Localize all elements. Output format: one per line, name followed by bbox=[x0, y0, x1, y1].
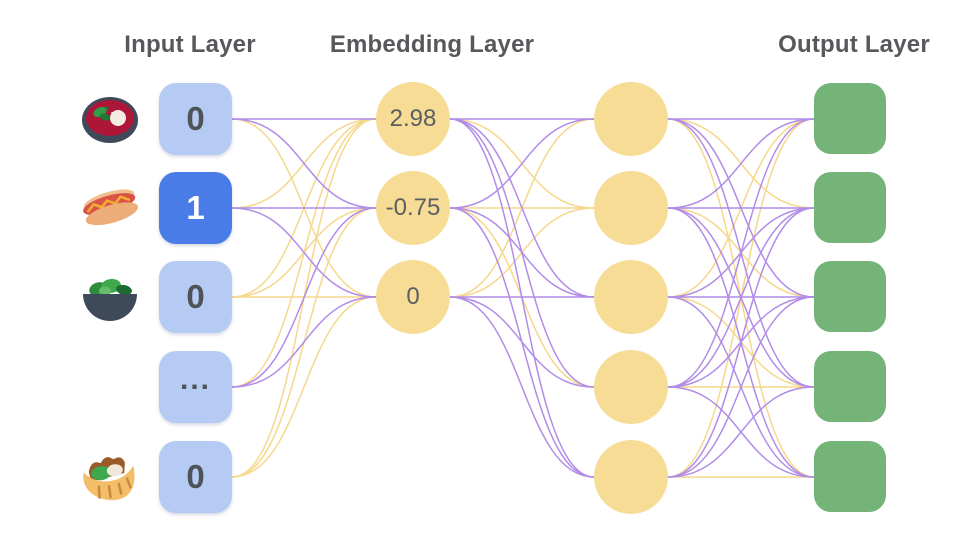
output-node-3 bbox=[814, 261, 886, 332]
input-node-pita: 0 bbox=[159, 441, 232, 513]
input-node-ellipsis: ... bbox=[159, 351, 232, 423]
embedding-node-value: -0.75 bbox=[385, 194, 441, 221]
input-node-value: 1 bbox=[186, 189, 205, 226]
hidden-node-2 bbox=[594, 171, 668, 245]
output-node-5 bbox=[814, 441, 886, 512]
hidden-node-1 bbox=[594, 82, 668, 156]
input-node-value: ... bbox=[179, 363, 211, 396]
embedding-layer-title: Embedding Layer bbox=[329, 31, 535, 58]
hidden-node-5 bbox=[594, 440, 668, 514]
output-node-1 bbox=[814, 83, 886, 154]
output-node-2 bbox=[814, 172, 886, 243]
input-node-value: 0 bbox=[186, 278, 205, 315]
input-node-value: 0 bbox=[186, 458, 205, 495]
embedding-node-3: 0 bbox=[376, 260, 450, 334]
input-node-value: 0 bbox=[186, 100, 205, 137]
soup-bowl-emoji-icon bbox=[78, 87, 142, 151]
pita-wrap-emoji-icon bbox=[78, 445, 142, 509]
salad-bowl-emoji-icon bbox=[78, 265, 142, 329]
input-node-hotdog: 1 bbox=[159, 172, 232, 244]
embedding-node-2: -0.75 bbox=[376, 171, 450, 245]
embedding-node-value: 0 bbox=[406, 283, 420, 310]
output-node-4 bbox=[814, 351, 886, 422]
embedding-node-value: 2.98 bbox=[389, 105, 437, 132]
hidden-node-4 bbox=[594, 350, 668, 424]
input-layer-title: Input Layer bbox=[124, 31, 256, 58]
hidden-node-3 bbox=[594, 260, 668, 334]
hot-dog-emoji-icon bbox=[78, 175, 142, 239]
input-node-salad: 0 bbox=[159, 261, 232, 333]
input-node-soup: 0 bbox=[159, 83, 232, 155]
embedding-node-1: 2.98 bbox=[376, 82, 450, 156]
output-layer-title: Output Layer bbox=[778, 31, 930, 58]
